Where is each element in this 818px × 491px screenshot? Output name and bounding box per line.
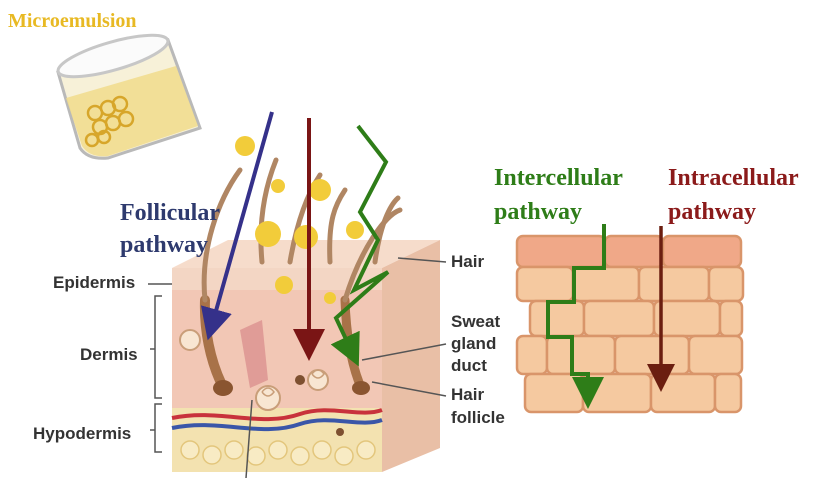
hair-follicle-label-line1: Hair — [451, 385, 484, 405]
hair-follicle-label-line2: follicle — [451, 408, 505, 428]
microemulsion-label: Microemulsion — [8, 10, 137, 33]
layer-brackets — [148, 284, 172, 452]
follicular-label-line1: Follicular — [120, 200, 220, 227]
intracellular-label-line1: Intracellular — [668, 165, 799, 192]
follicular-label-line2: pathway — [120, 232, 208, 259]
sweat-gland-duct-label-line2: gland — [451, 334, 496, 354]
hair-label: Hair — [451, 252, 484, 272]
intercellular-label-line1: Intercellular — [494, 165, 623, 192]
dermis-label: Dermis — [80, 345, 138, 365]
epidermis-label: Epidermis — [53, 273, 135, 293]
hypodermis-label: Hypodermis — [33, 424, 131, 444]
sweat-gland-duct-label-line1: Sweat — [451, 312, 500, 332]
beaker-icon — [54, 27, 200, 158]
intracellular-label-line2: pathway — [668, 199, 756, 226]
skin-cross-section — [172, 240, 440, 476]
sweat-gland-duct-label-line3: duct — [451, 356, 487, 376]
intercellular-label-line2: pathway — [494, 199, 582, 226]
cell-layer-diagram — [517, 224, 743, 412]
